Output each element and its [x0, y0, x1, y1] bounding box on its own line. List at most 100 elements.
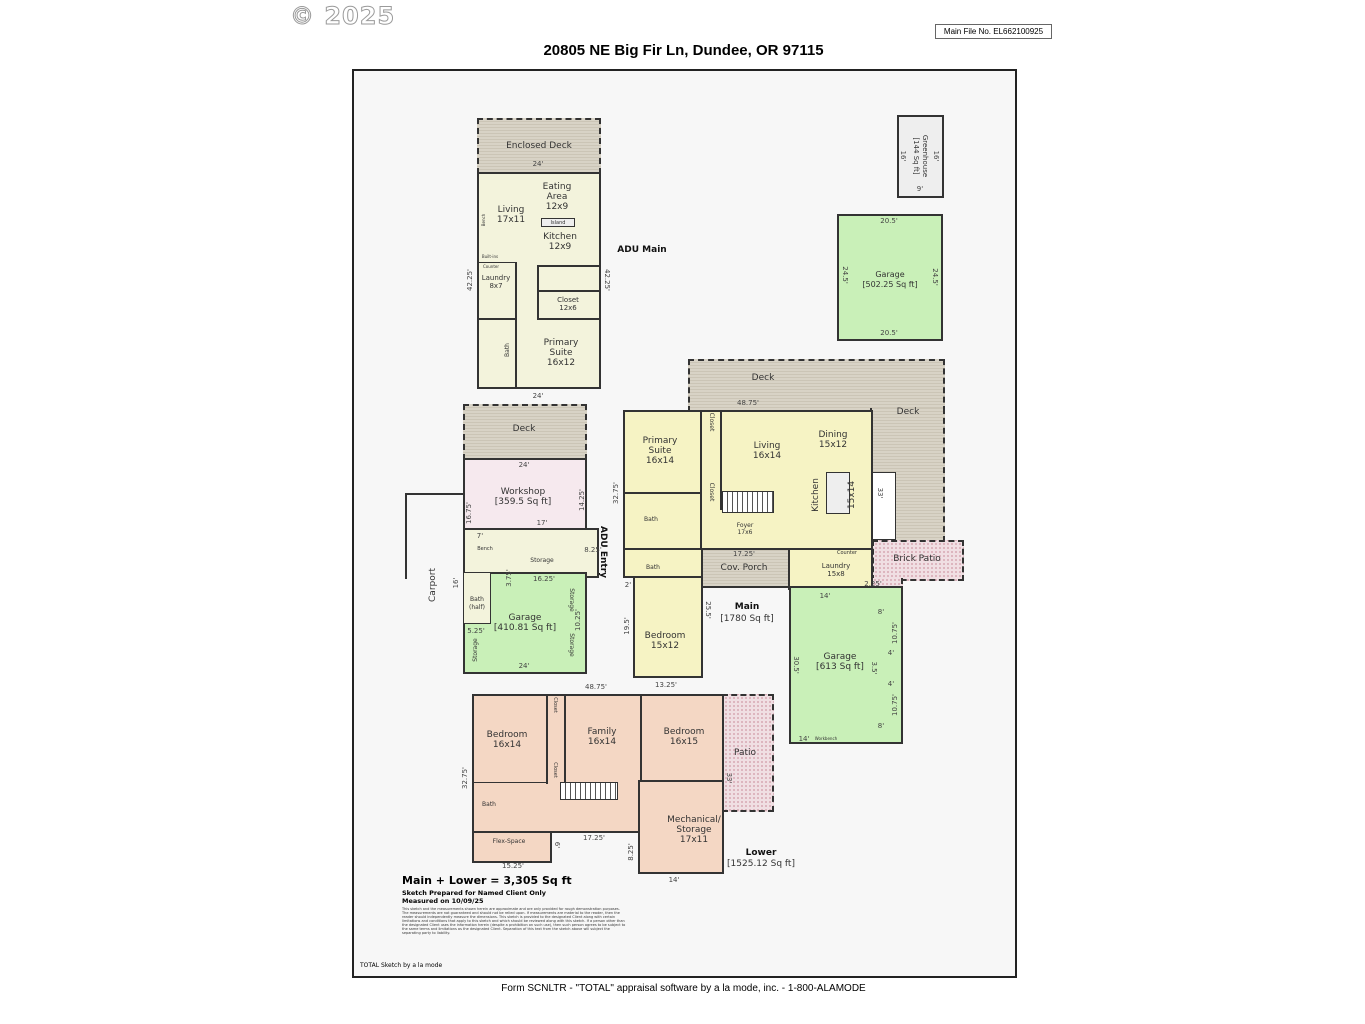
laundry-label: Laundry 15x8 — [821, 562, 851, 578]
wall — [515, 262, 517, 389]
disclaimer: This sketch and the measurements shown h… — [402, 907, 626, 935]
bedroom-label: Bedroom 15x12 — [644, 631, 686, 651]
lower-patio — [722, 694, 774, 812]
adu-deck — [463, 404, 587, 460]
dimension-label: 7' — [476, 532, 484, 540]
half-bath-label: Bath (half) — [469, 596, 485, 611]
dimension-label: 24.5' — [841, 266, 849, 284]
workshop-label: Workshop [359.5 Sq ft] — [494, 487, 552, 507]
detached-garage-label: Garage [502.25 Sq ft] — [862, 270, 918, 289]
dimension-label: 24' — [518, 461, 530, 469]
eating-area-label: Eating Area 12x9 — [542, 182, 572, 212]
covered-porch-label: Cov. Porch — [720, 563, 768, 573]
closet-label: Closet — [708, 412, 715, 432]
wall — [537, 265, 601, 267]
main-deck — [688, 359, 945, 412]
bath-label: Bath — [482, 801, 496, 808]
closet-label: Closet 12x6 — [557, 296, 579, 312]
dimension-label: 17.25' — [733, 550, 755, 558]
kitchen-label: Kitchen 12x9 — [543, 232, 577, 252]
lower-level-title: Lower — [745, 848, 777, 858]
counter-label: Counter — [483, 264, 499, 269]
bath-label: Bath — [644, 516, 658, 523]
dimension-label: 8.25' — [627, 843, 635, 861]
living-label: Living 16x14 — [752, 441, 782, 461]
form-footer: Form SCNLTR - "TOTAL" appraisal software… — [501, 983, 866, 994]
wall — [700, 410, 702, 550]
dimension-label: 3.5' — [870, 661, 878, 675]
closet-label: Closet — [552, 697, 558, 713]
dimension-label: 9' — [916, 185, 924, 193]
sketch-credit: TOTAL Sketch by a la mode — [360, 962, 443, 969]
laundry-area — [788, 548, 873, 590]
wall — [538, 318, 601, 320]
dimension-label: 16.25' — [533, 575, 555, 583]
dimension-label: 4' — [887, 649, 895, 657]
living-label: Living 17x11 — [496, 205, 526, 225]
dimension-label: 25.5' — [704, 601, 712, 619]
dimension-label: 24' — [532, 160, 544, 168]
dimension-label: 16' — [932, 150, 940, 162]
dimension-label: 14' — [798, 735, 810, 743]
adu-entry-area — [463, 528, 599, 578]
kitchen-label: Kitchen — [811, 478, 821, 512]
bath-label: Bath — [504, 343, 511, 357]
dimension-label: 8' — [877, 608, 885, 616]
carport-outline — [405, 493, 463, 495]
mechanical-storage — [638, 780, 724, 874]
main-bedroom — [633, 576, 703, 678]
deck-label: Deck — [751, 373, 775, 383]
kitchen-dimension-label: 15x14 — [847, 480, 857, 510]
wall — [623, 492, 701, 494]
brick-patio — [872, 540, 964, 581]
patio-label: Patio — [733, 748, 757, 758]
adu-enclosed-deck — [477, 118, 601, 174]
mechanical-storage-label: Mechanical/ Storage 17x11 — [667, 815, 721, 845]
counter-label: Counter — [837, 550, 857, 556]
bench-label: Bench — [481, 213, 486, 227]
enclosed-deck-label: Enclosed Deck — [506, 141, 572, 151]
closet-label: Closet — [708, 482, 715, 502]
wall — [472, 782, 547, 783]
greenhouse-label: Greenhouse [144 Sq ft] — [912, 134, 929, 178]
dimension-label: 17' — [536, 519, 548, 527]
prepared-for: Sketch Prepared for Named Client Only — [402, 889, 546, 897]
adu-half-bath — [463, 572, 491, 624]
foyer-label: Foyer 17x6 — [736, 522, 754, 536]
page-title: 20805 NE Big Fir Ln, Dundee, OR 97115 — [543, 42, 824, 59]
dimension-label: 15.25' — [502, 862, 524, 870]
dimension-label: 24.5' — [931, 268, 939, 286]
dining-label: Dining 15x12 — [818, 430, 848, 450]
dimension-label: 5.25' — [467, 627, 485, 635]
wall — [477, 262, 517, 263]
adu-main-floor — [477, 172, 601, 389]
wall — [546, 694, 548, 784]
dimension-label: 8.25' — [584, 546, 602, 554]
dimension-label: 13.25' — [655, 681, 677, 689]
dimension-label: 33' — [725, 772, 733, 784]
dimension-label: 10.75' — [891, 622, 899, 644]
wall — [564, 694, 566, 784]
adu-garage-label: Garage [410.81 Sq ft] — [493, 613, 557, 633]
dimension-label: 33' — [876, 487, 884, 499]
wall — [477, 318, 515, 320]
copyright-watermark: © 2025 — [289, 2, 396, 31]
dimension-label: 20.5' — [880, 217, 898, 225]
dimension-label: 4' — [887, 680, 895, 688]
bedroom-label: Bedroom 16x15 — [663, 727, 705, 747]
lower-level-area: [1525.12 Sq ft] — [727, 859, 795, 869]
family-label: Family 16x14 — [587, 727, 617, 747]
bedroom-label: Bedroom 16x14 — [486, 730, 528, 750]
wall — [720, 410, 722, 510]
wall — [640, 694, 642, 782]
flex-space-label: Flex-Space — [492, 838, 526, 845]
island — [541, 218, 575, 227]
dimension-label: 16.75' — [465, 502, 473, 524]
dimension-label: 48.75' — [585, 683, 607, 691]
dimension-label: 19.5' — [623, 617, 631, 635]
dimension-label: 10.75' — [891, 694, 899, 716]
brick-patio-label: Brick Patio — [893, 554, 941, 564]
dimension-label: 20.5' — [880, 329, 898, 337]
storage-label: Storage — [530, 557, 554, 564]
